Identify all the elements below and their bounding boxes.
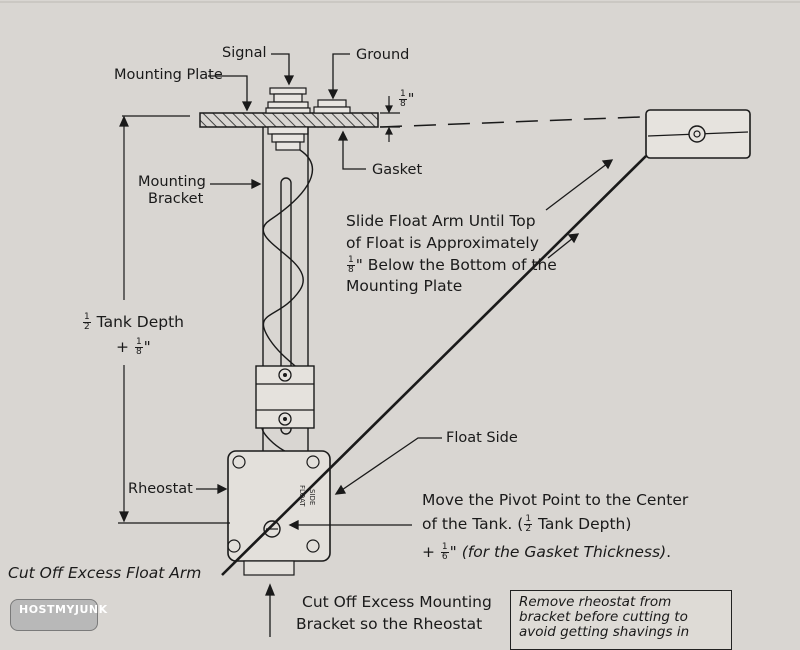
- pivot-leader: [288, 519, 412, 531]
- cut-float-arm-label: Cut Off Excess Float Arm: [8, 564, 202, 582]
- note-line-3: avoid getting shavings in: [519, 624, 690, 640]
- slide-instruction-3: 1 8 " Below the Bottom of the: [347, 255, 557, 275]
- mounting-plate-leader: [208, 75, 253, 112]
- rheostat-label: Rheostat: [128, 481, 193, 497]
- rheostat-note-box: Remove rheostat from bracket before cutt…: [510, 590, 732, 650]
- mounting-plate-label: Mounting Plate: [114, 67, 223, 83]
- eighth-dimension: [380, 96, 400, 142]
- coiled-wire: [261, 149, 314, 471]
- gasket-label: Gasket: [372, 162, 423, 178]
- float-side-label: Float Side: [446, 430, 518, 446]
- fraction-one-half: 1 2: [83, 312, 91, 332]
- signal-leader: [271, 53, 295, 86]
- fraction-one-eighth-3: 1 8: [134, 337, 143, 357]
- half-tank-depth-label: 1 2 Tank Depth: [83, 312, 185, 332]
- float: [645, 109, 751, 159]
- ground-leader: [327, 53, 350, 100]
- terminals: [265, 87, 351, 151]
- plus-eighth-label: + 1 8 ": [116, 337, 151, 357]
- mounting-bracket-label-1: Mounting: [138, 174, 206, 190]
- slide-instruction-4: Mounting Plate: [346, 277, 463, 295]
- rheostat-body: [227, 450, 331, 576]
- bracket-leader: [210, 178, 262, 190]
- slider-block: [255, 365, 315, 429]
- pivot-instruction-1: Move the Pivot Point to the Center: [422, 491, 689, 509]
- gasket-leader: [337, 130, 366, 170]
- ground-label: Ground: [356, 47, 410, 63]
- rheostat-leader: [196, 483, 228, 495]
- mounting-plate: [199, 112, 379, 128]
- slide-instruction-2: of Float is Approximately: [346, 234, 539, 252]
- float-arm: [221, 155, 647, 576]
- pivot-instruction-3: + 1 6 " (for the Gasket Thickness).: [422, 542, 672, 562]
- plate-extension-dashed: [379, 116, 641, 128]
- slide-instruction-1: Slide Float Arm Until Top: [346, 212, 536, 230]
- pivot-instruction-2: of the Tank. ( 1 2 Tank Depth): [422, 514, 632, 534]
- cut-bracket-arrow: [265, 583, 275, 637]
- watermark-logo: HOSTMYJUNK: [10, 599, 107, 631]
- cut-bracket-label-2: Bracket so the Rheostat: [296, 615, 483, 633]
- tank-depth-dimension: [118, 115, 230, 524]
- plate-thickness-label: 1 8 ": [399, 89, 415, 109]
- slide-arrows: [545, 159, 614, 259]
- fraction-one-eighth: 1 8: [399, 89, 407, 109]
- note-line-1: Remove rheostat from: [519, 594, 672, 610]
- float-side-stamp-1: FLOAT: [298, 485, 306, 507]
- watermark-text: HOSTMYJUNK: [19, 603, 108, 616]
- fraction-one-sixth: 1 6: [440, 542, 449, 562]
- note-line-2: bracket before cutting to: [519, 609, 688, 625]
- mounting-bracket-label-2: Bracket: [148, 191, 204, 207]
- float-side-stamp-2: SIDE: [308, 489, 316, 506]
- signal-label: Signal: [222, 45, 267, 61]
- float-side-leader: [334, 437, 442, 495]
- cut-bracket-label-1: Cut Off Excess Mounting: [302, 593, 492, 611]
- fraction-one-half-2: 1 2: [524, 514, 533, 534]
- fraction-one-eighth-2: 1 8: [347, 255, 355, 275]
